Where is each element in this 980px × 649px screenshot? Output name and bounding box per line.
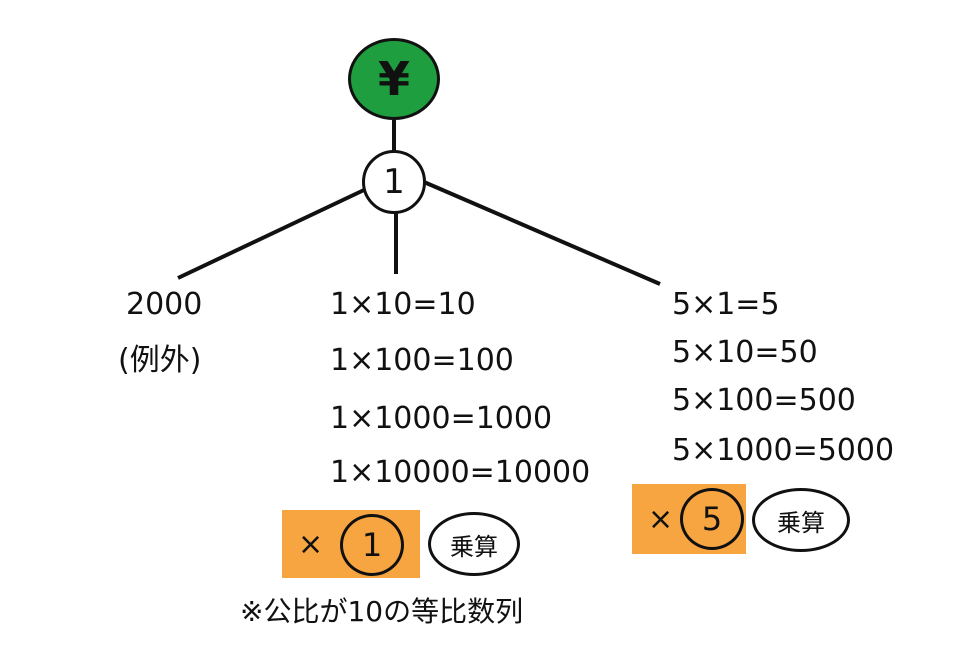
yen-root-node: ¥	[348, 38, 440, 120]
middle-times-sign: ×	[298, 526, 324, 562]
right-operation-circle: 乗算	[752, 488, 850, 552]
right-times-sign: ×	[648, 501, 674, 537]
middle-equation-4: 1×10000=10000	[330, 455, 591, 490]
left-value: 2000	[126, 287, 203, 322]
right-equation-1: 5×1=5	[672, 287, 780, 322]
middle-factor-circle: 1	[340, 514, 404, 576]
right-equation-2: 5×10=50	[672, 335, 818, 370]
middle-equation-3: 1×1000=1000	[330, 401, 553, 436]
left-note: (例外)	[118, 343, 202, 378]
middle-equation-2: 1×100=100	[330, 343, 514, 378]
branch-node-one: 1	[362, 150, 426, 214]
right-factor-badge: × 5	[632, 484, 746, 554]
right-equation-3: 5×100=500	[672, 383, 856, 418]
right-factor-value: 5	[701, 500, 723, 538]
right-operation-label: 乗算	[777, 508, 825, 537]
footnote: ※公比が10の等比数列	[240, 595, 524, 628]
yen-icon: ¥	[377, 52, 410, 106]
connector-left	[177, 188, 365, 280]
branch-node-label: 1	[383, 162, 405, 202]
middle-equation-1: 1×10=10	[330, 287, 476, 322]
connector-right	[423, 180, 661, 286]
right-factor-circle: 5	[680, 488, 744, 550]
middle-factor-value: 1	[361, 526, 383, 564]
middle-operation-circle: 乗算	[428, 512, 520, 576]
right-equation-4: 5×1000=5000	[672, 433, 895, 468]
middle-operation-label: 乗算	[450, 532, 498, 561]
middle-factor-badge: × 1	[282, 510, 420, 578]
